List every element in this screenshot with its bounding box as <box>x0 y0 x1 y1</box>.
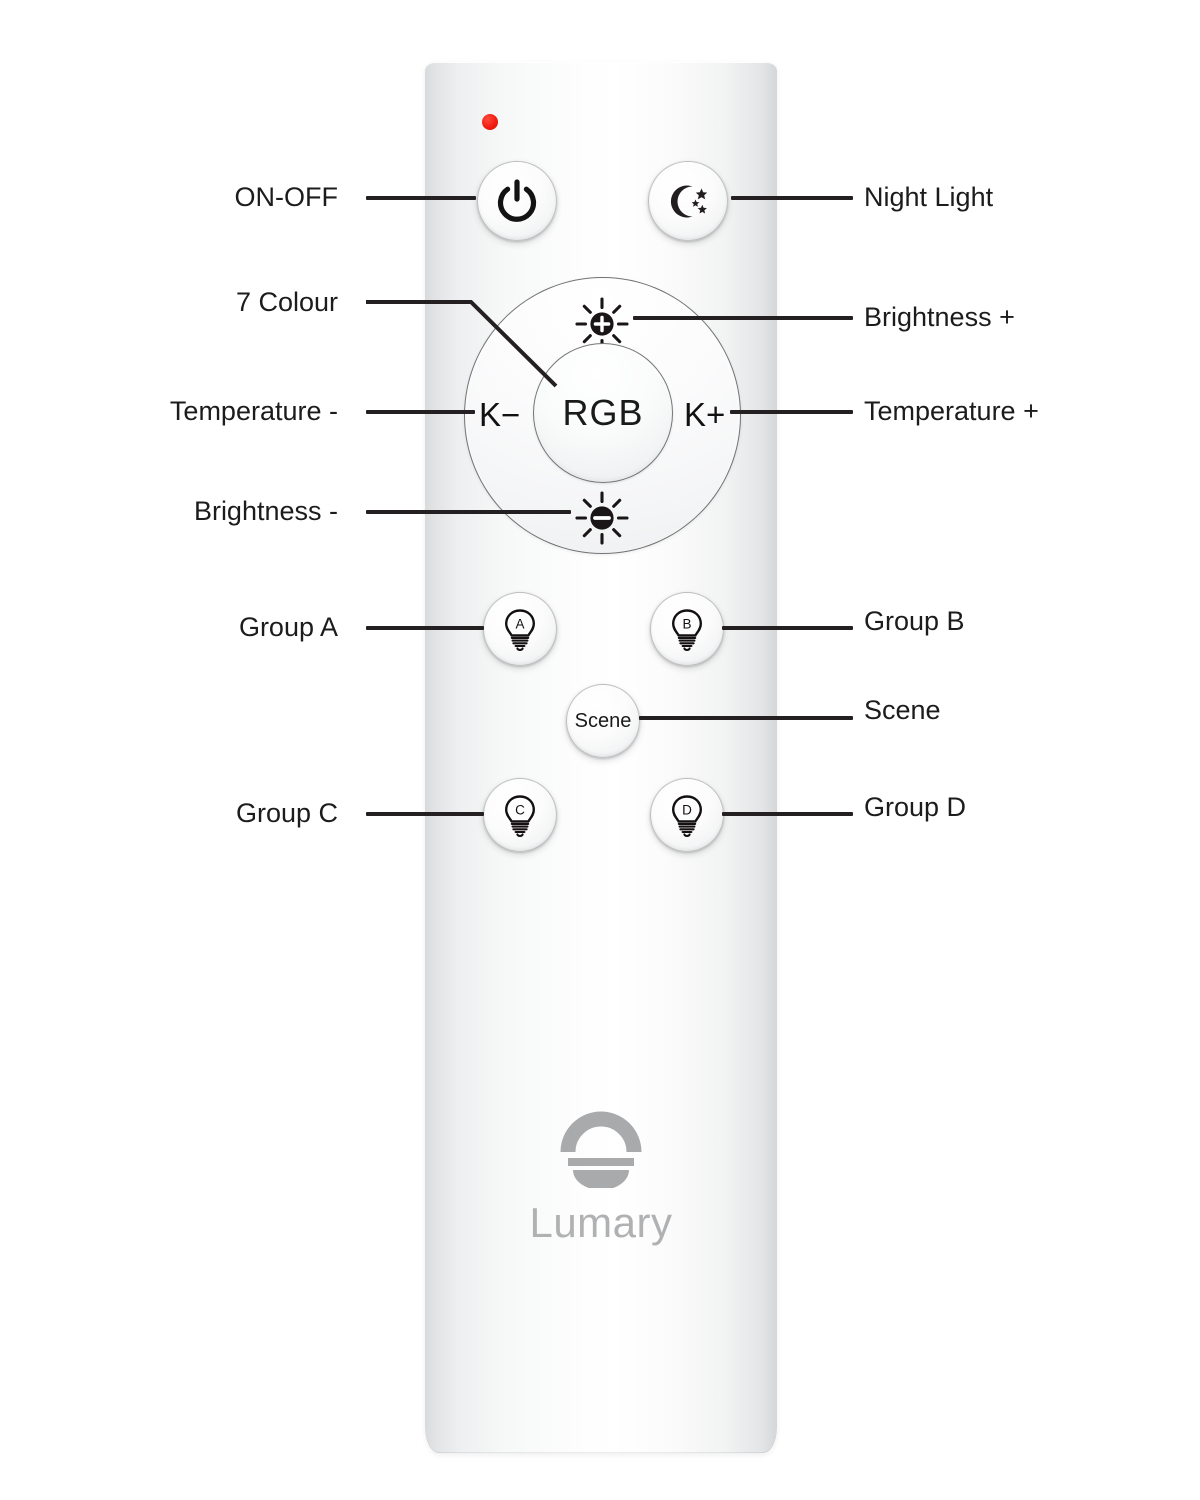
bulb-a-icon: A <box>497 606 543 652</box>
leader-line-group-c <box>366 812 484 816</box>
bulb-c-icon: C <box>497 792 543 838</box>
callout-temperature-down: Temperature - <box>169 396 338 426</box>
power-button[interactable] <box>477 161 557 241</box>
leader-line-7-colour <box>366 300 558 388</box>
leader-line-temperature-down <box>366 410 475 414</box>
group-d-button[interactable]: D <box>650 778 724 852</box>
night-light-button[interactable] <box>648 161 728 241</box>
leader-line-brightness-up <box>633 316 853 320</box>
brand-logo: Lumary <box>425 1090 777 1247</box>
callout-group-b: Group B <box>864 606 965 636</box>
svg-text:C: C <box>515 803 525 818</box>
brand-name: Lumary <box>529 1199 673 1246</box>
scene-button[interactable]: Scene <box>566 684 640 758</box>
led-indicator-dot <box>482 114 498 130</box>
rgb-button-label: RGB <box>562 392 644 433</box>
callout-temperature-up: Temperature + <box>864 396 1039 426</box>
leader-line-scene <box>639 716 853 720</box>
brightness-down-button[interactable] <box>574 490 630 551</box>
svg-text:A: A <box>515 617 524 632</box>
leader-line-on-off <box>366 196 476 200</box>
callout-group-d: Group D <box>864 792 967 822</box>
svg-text:B: B <box>682 617 691 632</box>
callout-night-light: Night Light <box>864 182 994 212</box>
sun-minus-icon <box>574 490 630 551</box>
group-c-button[interactable]: C <box>483 778 557 852</box>
svg-text:D: D <box>682 803 692 818</box>
power-icon <box>494 178 540 224</box>
leader-line-group-b <box>722 626 853 630</box>
rgb-button[interactable]: RGB <box>533 343 673 483</box>
callout-7-colour: 7 Colour <box>235 287 338 317</box>
callout-group-c: Group C <box>235 798 338 828</box>
scene-button-label: Scene <box>574 709 632 732</box>
callout-group-a: Group A <box>238 612 338 642</box>
leader-line-temperature-up <box>730 410 853 414</box>
callout-brightness-down: Brightness - <box>193 496 338 526</box>
moon-stars-icon <box>664 177 712 225</box>
callout-on-off: ON-OFF <box>234 182 338 212</box>
leader-line-group-d <box>722 812 853 816</box>
temperature-up-button[interactable]: K+ <box>684 396 726 433</box>
callout-brightness-up: Brightness + <box>864 302 1015 332</box>
temperature-down-button[interactable]: K− <box>479 396 521 433</box>
leader-line-brightness-down <box>366 510 571 514</box>
group-a-button[interactable]: A <box>483 592 557 666</box>
lumary-logo-icon <box>425 1090 777 1193</box>
group-b-button[interactable]: B <box>650 592 724 666</box>
leader-line-night-light <box>731 196 853 200</box>
leader-line-group-a <box>366 626 484 630</box>
bulb-b-icon: B <box>664 606 710 652</box>
callout-scene: Scene <box>864 695 941 725</box>
bulb-d-icon: D <box>664 792 710 838</box>
